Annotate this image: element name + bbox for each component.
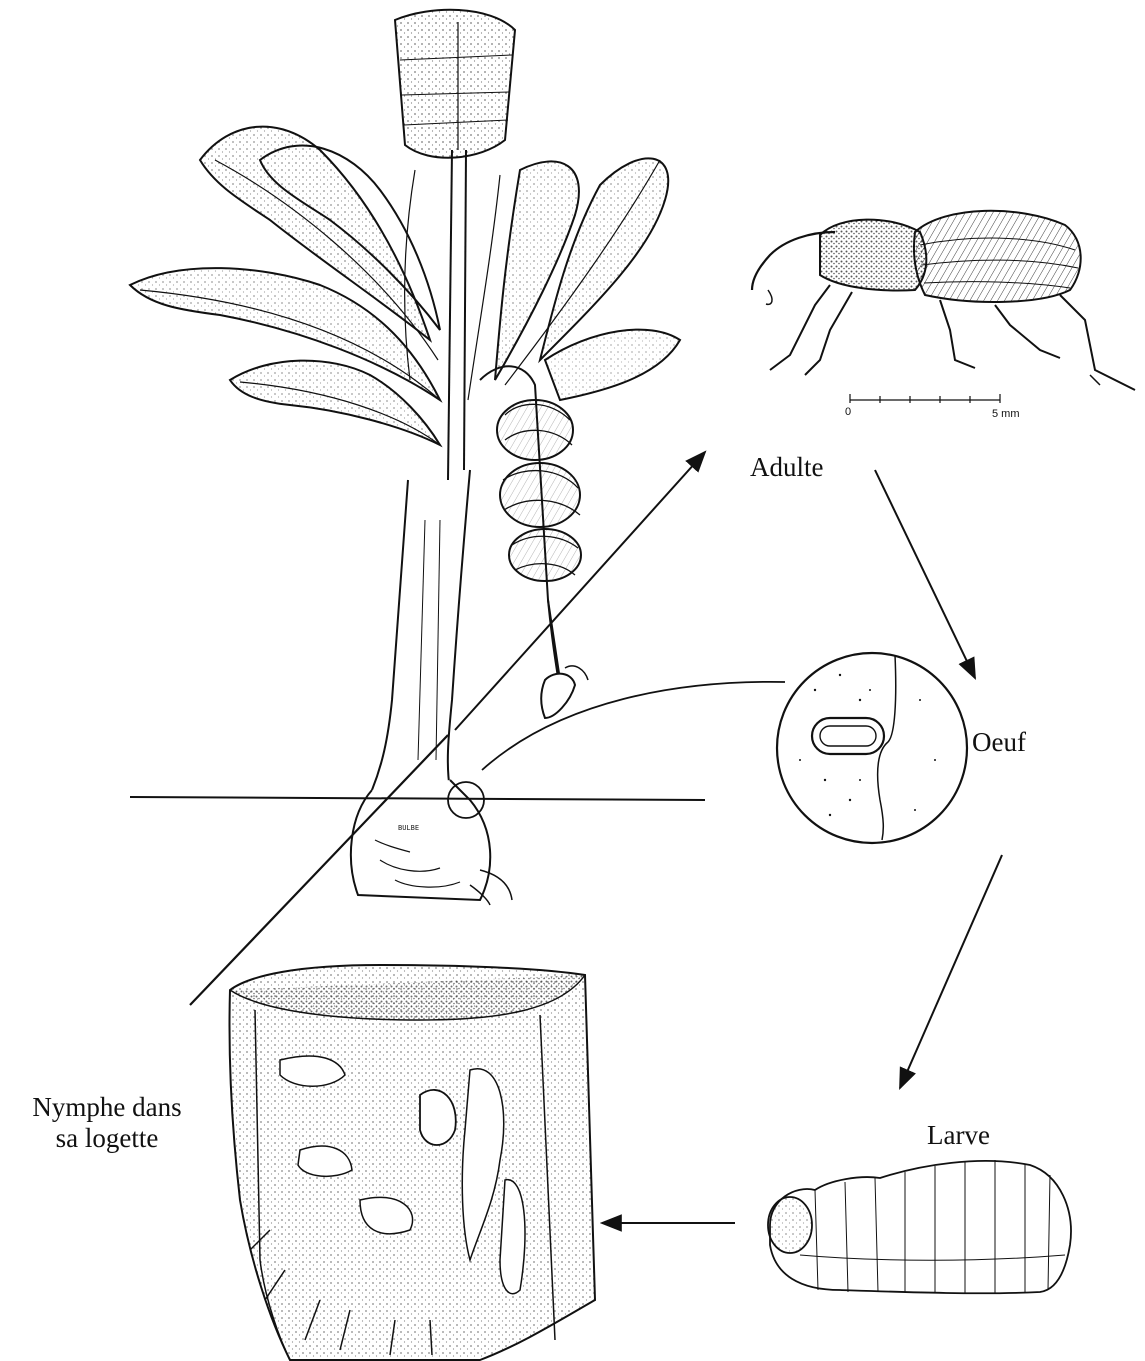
arrow-to-egg — [875, 470, 975, 678]
stage-label-egg: Oeuf — [972, 727, 1026, 758]
corm-cross-section — [229, 965, 595, 1360]
larva — [768, 1160, 1071, 1293]
scale-bar-start-label: 0 — [845, 406, 851, 418]
adult-weevil — [752, 211, 1135, 390]
scale-bar — [850, 394, 1000, 403]
stage-label-pupa-line1: Nymphe dans — [8, 1092, 206, 1123]
arrow-to-larva — [900, 855, 1002, 1088]
stage-label-pupa-line2: sa logette — [8, 1123, 206, 1154]
scale-bar-end-label: 5 mm — [992, 408, 1020, 420]
corm-tag: BULBE — [398, 824, 419, 832]
banana-bunch — [497, 400, 581, 581]
stage-label-larva: Larve — [927, 1120, 990, 1151]
stage-label-adult: Adulte — [750, 452, 824, 483]
banana-plant — [130, 10, 680, 905]
stage-label-pupa: Nymphe dans sa logette — [8, 1092, 206, 1154]
